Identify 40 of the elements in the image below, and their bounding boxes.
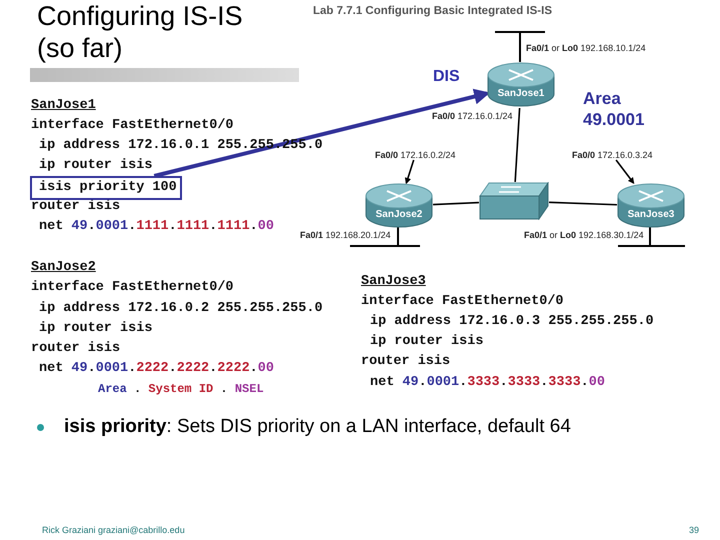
config-line: ip router isis (39, 157, 152, 175)
interface-label: Fa0/0 172.16.0.1/24 (432, 111, 513, 121)
interface-label: Fa0/0 172.16.0.2/24 (375, 150, 456, 160)
network-link (548, 201, 618, 206)
dis-label: DIS (433, 68, 460, 86)
highlighted-command: isis priority 100 (30, 176, 182, 200)
router-name: SanJose2 (374, 209, 424, 220)
network-link (514, 108, 520, 182)
router-name: SanJose1 (496, 88, 546, 99)
config-line: net 49.0001.3333.3333.3333.00 (370, 374, 605, 392)
router-name: SanJose3 (626, 209, 676, 220)
config-line: net 49.0001.2222.2222.2222.00 (39, 360, 274, 378)
config-line: router isis (361, 353, 450, 371)
config-hostname: SanJose1 (31, 97, 96, 115)
config-line: interface FastEthernet0/0 (31, 279, 234, 297)
config-line: interface FastEthernet0/0 (31, 117, 234, 135)
footer-text: Rick Graziani graziani@cabrillo.edu (42, 525, 185, 535)
config-hostname: SanJose2 (31, 259, 96, 277)
interface-label: Fa0/0 172.16.0.3.24 (572, 150, 653, 160)
interface-label: Fa0/1 or Lo0 192.168.30.1/24 (524, 230, 644, 240)
address-legend: Area . System ID . NSEL (98, 380, 264, 398)
config-line: ip router isis (39, 320, 152, 338)
config-line: router isis (31, 198, 120, 216)
network-link (432, 202, 480, 206)
config-line: ip router isis (370, 333, 484, 351)
arrow (404, 160, 414, 184)
config-line: net 49.0001.1111.1111.1111.00 (39, 218, 274, 236)
footer-text: 39 (689, 525, 700, 535)
area-label: Area 49.0001 (583, 88, 646, 130)
interface-label: Fa0/1 192.168.20.1/24 (300, 230, 391, 240)
config-hostname: SanJose3 (361, 273, 426, 291)
config-line: ip address 172.16.0.3 255.255.255.0 (370, 313, 654, 331)
config-line: interface FastEthernet0/0 (361, 293, 564, 311)
config-line: ip address 172.16.0.2 255.255.255.0 (39, 300, 323, 318)
pointer-arrow (154, 88, 490, 178)
lab-heading: Lab 7.7.1 Configuring Basic Integrated IS-IS (313, 5, 552, 17)
arrow (615, 160, 634, 184)
config-line: router isis (31, 340, 120, 358)
bullet-text: isis priority: Sets DIS priority on a LAN interface, default 64 (64, 416, 571, 438)
interface-label: Fa0/1 or Lo0 192.168.10.1/24 (526, 43, 646, 53)
